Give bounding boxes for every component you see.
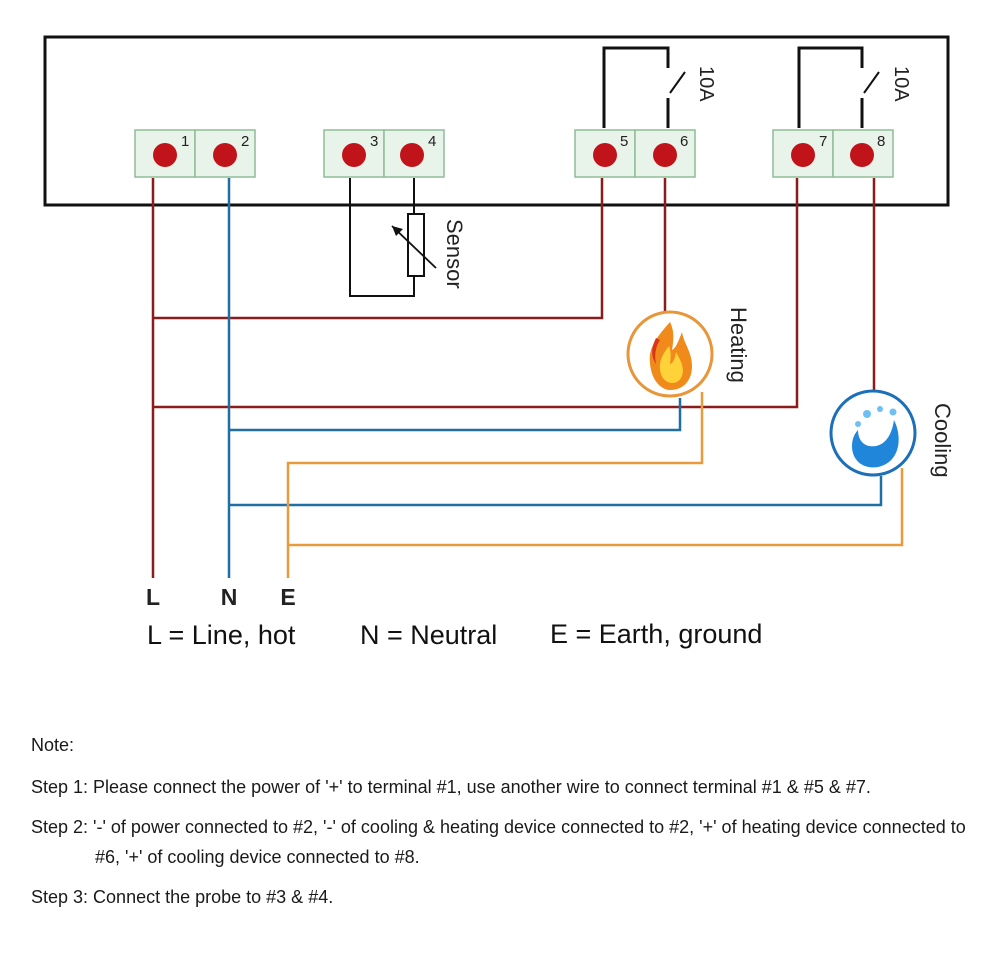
note-step-1: Step 1: Please connect the power of '+' … [31,777,871,797]
relay-rating-2: 10A [890,66,912,102]
terminal-5-number: 5 [620,133,628,150]
legend-earth: E = Earth, ground [550,619,762,649]
wire-label-line: L [146,584,160,610]
controller-housing [43,35,950,207]
sensor-label: Sensor [442,219,467,289]
terminal-7-screw [791,143,815,167]
water-splash-icon [852,420,899,468]
terminal-5-screw [593,143,617,167]
line-wires [151,178,876,578]
terminal-8-number: 8 [877,133,885,150]
terminal-6-number: 6 [680,133,688,150]
wiring-diagram: 10A 10A 1 2 3 4 5 6 7 8 Senso [43,35,955,650]
heating-label: Heating [726,307,751,383]
terminal-4-number: 4 [428,133,436,150]
terminal-7-number: 7 [819,133,827,150]
terminal-block-7-8 [772,129,894,178]
terminal-3-number: 3 [370,133,378,150]
wire-label-neutral: N [221,584,238,610]
terminal-8-screw [850,143,874,167]
note-title: Note: [31,735,75,755]
relay-switch-1 [602,46,686,128]
wire-label-earth: E [280,584,295,610]
terminal-block-1-2 [134,129,256,178]
cooling-device [829,389,917,477]
legend-neutral: N = Neutral [360,620,497,650]
note-step-3: Step 3: Connect the probe to #3 & #4. [31,887,334,907]
terminal-1-number: 1 [181,133,189,150]
installation-notes: Note: Step 1: Please connect the power o… [31,730,981,922]
relay-rating-1: 10A [695,66,717,102]
earth-wires [286,392,904,578]
terminal-3-screw [342,143,366,167]
terminal-2-screw [213,143,237,167]
terminal-block-5-6 [574,129,696,178]
legend-line: L = Line, hot [147,620,296,650]
terminal-6-screw [653,143,677,167]
cooling-label: Cooling [930,403,955,478]
relay-switch-2 [797,46,880,128]
heating-device [626,310,714,398]
terminal-2-number: 2 [241,133,249,150]
terminal-1-screw [153,143,177,167]
note-step-2: Step 2: '-' of power connected to #2, '-… [31,817,966,867]
terminal-block-3-4 [323,129,445,178]
sensor-probe [349,178,437,297]
terminal-4-screw [400,143,424,167]
neutral-wires [227,178,883,578]
